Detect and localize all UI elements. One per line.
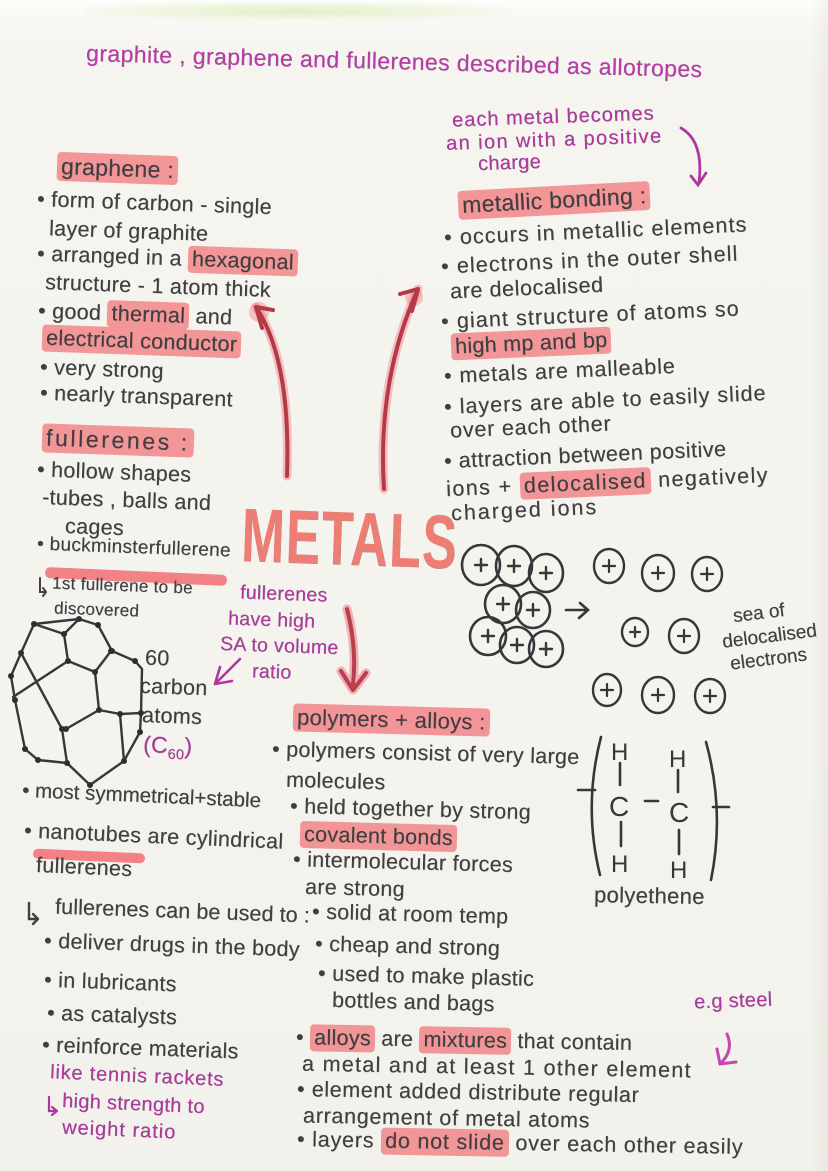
svg-text:C: C (609, 791, 629, 822)
svg-text:H: H (611, 851, 628, 878)
svg-text:C: C (669, 797, 689, 828)
svg-text:H: H (611, 739, 628, 766)
svg-text:H: H (669, 746, 686, 773)
svg-text:H: H (670, 857, 687, 884)
